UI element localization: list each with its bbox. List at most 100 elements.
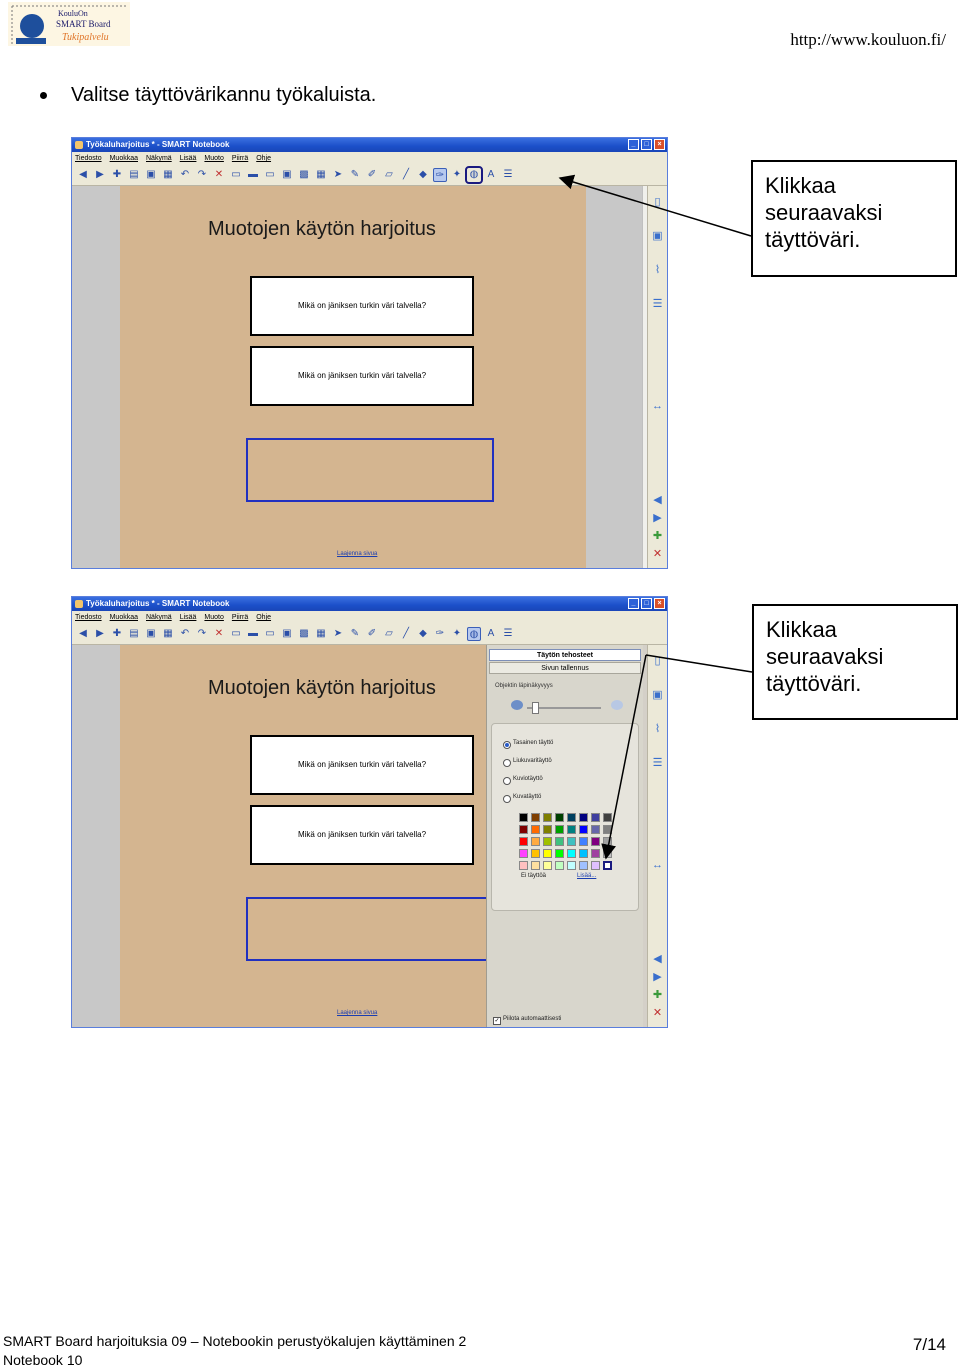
shape-recognition-icon[interactable]: ✦ (452, 169, 462, 180)
color-swatch[interactable] (543, 813, 552, 822)
delete-page-icon[interactable]: ✕ (652, 1007, 663, 1019)
fill-icon[interactable]: ◍ (467, 627, 481, 641)
save-icon[interactable]: ▣ (146, 169, 156, 180)
move-sidebar-icon[interactable]: ↔ (652, 859, 663, 871)
move-sidebar-icon[interactable]: ↔ (652, 400, 663, 412)
color-swatch[interactable] (555, 813, 564, 822)
creative-pen-icon[interactable]: ✐ (367, 169, 377, 180)
page-sorter-icon[interactable]: ▯ (654, 196, 661, 208)
color-swatch[interactable] (555, 837, 564, 846)
properties-tab-icon[interactable]: ☰ (652, 298, 663, 310)
radio-image-fill[interactable] (503, 795, 511, 803)
display-icon[interactable]: ▭ (265, 628, 275, 639)
add-page-icon[interactable]: ✚ (112, 169, 122, 180)
color-swatch[interactable] (531, 837, 540, 846)
color-swatch[interactable] (543, 837, 552, 846)
minimize-button[interactable]: _ (628, 598, 639, 609)
color-swatch[interactable] (519, 837, 528, 846)
redo-icon[interactable]: ↷ (197, 628, 207, 639)
fill-icon[interactable]: ◍ (465, 166, 483, 184)
prev-arrow-icon[interactable]: ◀ (653, 953, 662, 965)
tab-fill-effects[interactable]: Täytön tehosteet (489, 649, 641, 661)
attachments-icon[interactable]: ⌇ (654, 723, 661, 735)
add-page-side-icon[interactable]: ✚ (652, 989, 663, 1001)
color-swatch[interactable] (531, 861, 540, 870)
magic-pen-icon[interactable]: ✑ (433, 168, 447, 182)
color-swatch[interactable] (591, 813, 600, 822)
line-icon[interactable]: ╱ (402, 628, 410, 639)
color-swatch[interactable] (579, 861, 588, 870)
tab-page-recording[interactable]: Sivun tallennus (489, 662, 641, 674)
color-swatch[interactable] (603, 861, 612, 870)
document-camera-icon[interactable]: ▩ (299, 628, 309, 639)
menu-piirra[interactable]: Piirrä (231, 614, 249, 621)
color-swatch[interactable] (591, 849, 600, 858)
table-icon[interactable]: ▦ (316, 169, 326, 180)
forward-icon[interactable]: ▶ (96, 169, 104, 180)
autohide-checkbox[interactable]: ✓ (493, 1017, 501, 1025)
undo-icon[interactable]: ↶ (180, 169, 190, 180)
back-icon[interactable]: ◀ (79, 628, 87, 639)
close-button[interactable]: × (654, 139, 665, 150)
transparency-slider[interactable] (527, 707, 601, 709)
select-icon[interactable]: ➤ (333, 628, 343, 639)
magic-pen-icon[interactable]: ✑ (435, 628, 445, 639)
color-swatch[interactable] (603, 813, 612, 822)
screen-shade-icon[interactable]: ▭ (231, 169, 241, 180)
full-screen-icon[interactable]: ▬ (248, 169, 258, 180)
menu-tiedosto[interactable]: Tiedosto (75, 614, 102, 621)
color-swatch[interactable] (567, 837, 576, 846)
color-swatch[interactable] (531, 825, 540, 834)
color-swatch[interactable] (555, 825, 564, 834)
capture-icon[interactable]: ▣ (282, 169, 292, 180)
paste-icon[interactable]: ▦ (163, 169, 173, 180)
properties-icon[interactable]: ☰ (503, 169, 513, 180)
question-box-2[interactable]: Mikä on jäniksen turkin väri talvella? (250, 346, 474, 406)
shapes-icon[interactable]: ◆ (419, 169, 427, 180)
question-box-1[interactable]: Mikä on jäniksen turkin väri talvella? (250, 276, 474, 336)
next-arrow-icon[interactable]: ▶ (653, 971, 662, 983)
empty-shape-box[interactable] (246, 438, 494, 502)
table-icon[interactable]: ▦ (316, 628, 326, 639)
color-swatch[interactable] (555, 849, 564, 858)
full-screen-icon[interactable]: ▬ (248, 628, 258, 639)
display-icon[interactable]: ▭ (265, 169, 275, 180)
radio-pattern-fill[interactable] (503, 777, 511, 785)
color-swatch[interactable] (567, 813, 576, 822)
capture-icon[interactable]: ▣ (282, 628, 292, 639)
eraser-icon[interactable]: ▱ (385, 169, 393, 180)
color-swatch[interactable] (519, 813, 528, 822)
document-camera-icon[interactable]: ▩ (299, 169, 309, 180)
add-page-side-icon[interactable]: ✚ (652, 530, 663, 542)
open-icon[interactable]: ▤ (129, 628, 139, 639)
color-swatch[interactable] (567, 825, 576, 834)
creative-pen-icon[interactable]: ✐ (367, 628, 377, 639)
open-icon[interactable]: ▤ (129, 169, 139, 180)
shapes-icon[interactable]: ◆ (419, 628, 427, 639)
color-swatch[interactable] (579, 825, 588, 834)
color-swatch[interactable] (591, 825, 600, 834)
site-url[interactable]: http://www.kouluon.fi/ (790, 30, 946, 49)
gallery-icon[interactable]: ▣ (652, 689, 663, 701)
back-icon[interactable]: ◀ (79, 169, 87, 180)
color-swatch[interactable] (579, 813, 588, 822)
more-colors-link[interactable]: Lisää... (577, 873, 597, 879)
expand-page-link[interactable]: Laajenna sivua (337, 1010, 378, 1016)
color-swatch[interactable] (519, 825, 528, 834)
color-swatch[interactable] (591, 837, 600, 846)
color-swatch[interactable] (519, 861, 528, 870)
delete-page-icon[interactable]: ✕ (652, 548, 663, 560)
color-swatch[interactable] (555, 861, 564, 870)
prev-arrow-icon[interactable]: ◀ (653, 494, 662, 506)
screen-shade-icon[interactable]: ▭ (231, 628, 241, 639)
color-swatch[interactable] (579, 837, 588, 846)
color-swatch[interactable] (579, 849, 588, 858)
paste-icon[interactable]: ▦ (163, 628, 173, 639)
radio-gradient-fill[interactable] (503, 759, 511, 767)
menu-lisaa[interactable]: Lisää (179, 155, 197, 162)
color-swatch[interactable] (591, 861, 600, 870)
color-swatch[interactable] (531, 813, 540, 822)
minimize-button[interactable]: _ (628, 139, 639, 150)
menu-muoto[interactable]: Muoto (204, 614, 224, 621)
page-sorter-icon[interactable]: ▯ (654, 655, 661, 667)
